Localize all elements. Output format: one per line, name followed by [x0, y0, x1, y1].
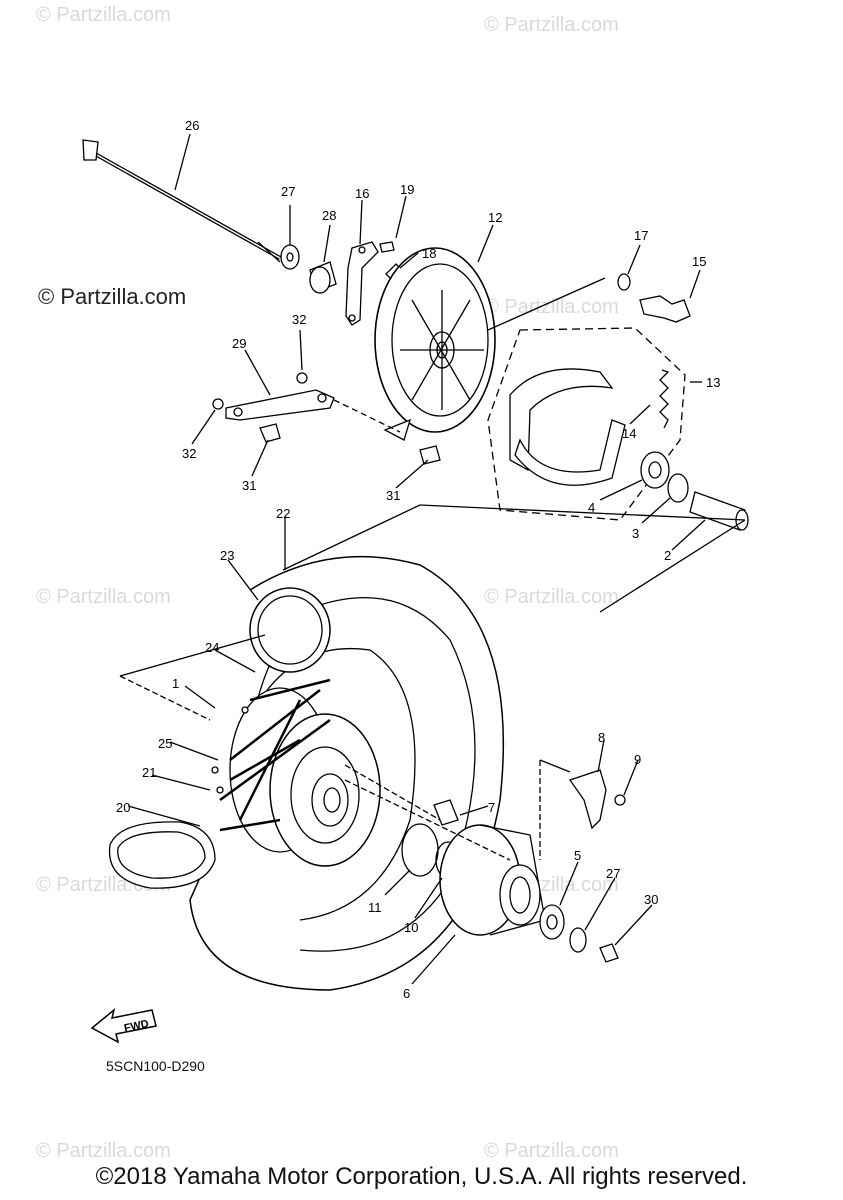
brake-cam-part: [639, 295, 691, 323]
callout-labels: 26 27 28 16 19 18 12 17 15 13 14 32 29 3…: [116, 118, 720, 1001]
callout-label: 26: [185, 118, 199, 133]
callout-label: 32: [182, 446, 196, 461]
callout-label: 10: [404, 920, 418, 935]
callout-label: 16: [355, 186, 369, 201]
hub-part: [219, 678, 381, 867]
callout-label: 31: [386, 488, 400, 503]
fwd-arrow-icon: [90, 1007, 157, 1044]
callout-label: 2: [664, 548, 671, 563]
watermark: © Partzilla.com: [36, 1140, 171, 1162]
brake-shoe-part: [509, 368, 626, 486]
callout-label: 5: [574, 848, 581, 863]
callout-label: 24: [205, 640, 219, 655]
callout-label: 13: [706, 375, 720, 390]
fwd-label: FWD: [123, 1018, 150, 1035]
watermark: © Partzilla.com: [36, 4, 171, 26]
callout-label: 23: [220, 548, 234, 563]
torque-rod-part: [225, 389, 335, 421]
callout-label: 19: [400, 182, 414, 197]
brand-watermark: © Partzilla.com: [38, 284, 187, 309]
callout-label: 17: [634, 228, 648, 243]
callout-label: 3: [632, 526, 639, 541]
watermark: © Partzilla.com: [484, 586, 619, 608]
rim-band-part: [108, 821, 216, 889]
callout-label: 21: [142, 765, 156, 780]
tube-part: [249, 587, 331, 673]
callout-label: 11: [368, 900, 382, 915]
brake-panel-part: [374, 247, 496, 441]
callout-label: 27: [281, 184, 295, 199]
callout-label: 31: [242, 478, 256, 493]
copyright-text: ©2018 Yamaha Motor Corporation, U.S.A. A…: [95, 1163, 748, 1190]
callout-label: 22: [276, 506, 290, 521]
watermark: © Partzilla.com: [484, 1140, 619, 1162]
callout-label: 12: [488, 210, 502, 225]
diagram-code: 5SCN100-D290: [106, 1058, 205, 1074]
clutch-hub-part: [439, 824, 546, 936]
callout-label: 20: [116, 800, 130, 815]
callout-label: 30: [644, 892, 658, 907]
callout-label: 8: [598, 730, 605, 745]
bearing-part: [640, 451, 670, 489]
axle-part: [82, 139, 281, 263]
callout-label: 9: [634, 752, 641, 767]
callout-label: 27: [606, 866, 620, 881]
callout-label: 29: [232, 336, 246, 351]
o-ring-part: [401, 823, 439, 877]
watermark: © Partzilla.com: [484, 296, 619, 318]
callout-label: 28: [322, 208, 336, 223]
callout-label: 18: [422, 246, 436, 261]
seal-part: [667, 473, 689, 503]
watermark: © Partzilla.com: [36, 586, 171, 608]
brake-arm-part: [345, 241, 379, 326]
callout-label: 4: [588, 500, 595, 515]
callout-label: 32: [292, 312, 306, 327]
collar-part: [309, 261, 337, 294]
callout-label: 25: [158, 736, 172, 751]
washer-part: [280, 244, 300, 270]
callout-label: 6: [403, 986, 410, 1001]
callout-label: 15: [692, 254, 706, 269]
watermark: © Partzilla.com: [484, 14, 619, 36]
callout-label: 7: [488, 800, 495, 815]
callout-label: 14: [622, 426, 636, 441]
callout-label: 1: [172, 676, 179, 691]
